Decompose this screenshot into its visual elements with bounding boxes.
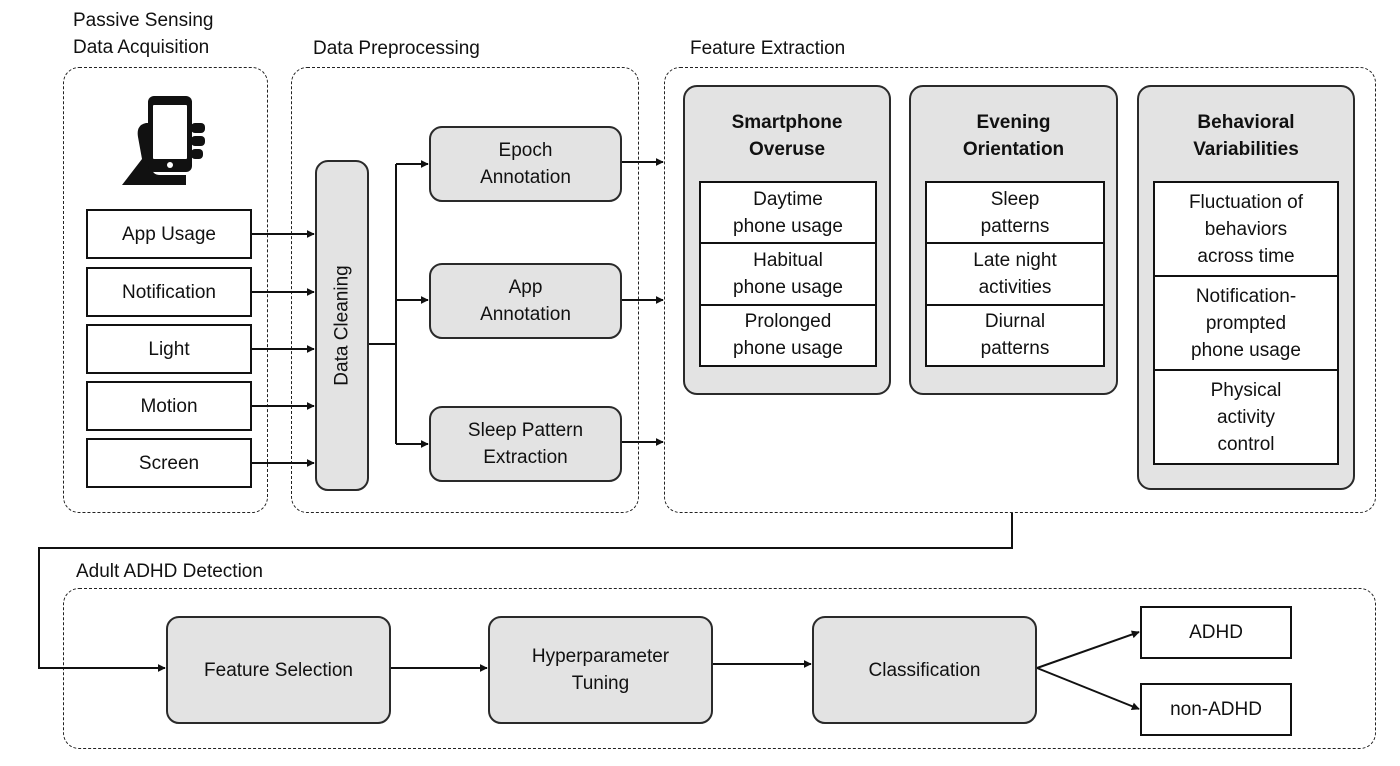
feature-item-list: Sleep patterns Late night activities Diu…	[925, 181, 1105, 367]
classification-node: Classification	[812, 616, 1037, 724]
output-adhd: ADHD	[1140, 606, 1292, 659]
arrow-to-adhd	[1036, 630, 1140, 669]
feature-group-title: Behavioral Variabilities	[1193, 112, 1299, 160]
feature-group-behavioral-variabilities: Behavioral Variabilities Fluctuation of …	[1137, 85, 1355, 490]
feature-group-smartphone-overuse: Smartphone Overuse Daytime phone usage H…	[683, 85, 891, 395]
extraction-panel	[664, 67, 1376, 513]
extraction-section-label: Feature Extraction	[690, 38, 846, 59]
sensor-app-usage: App Usage	[86, 209, 252, 259]
feature-item: Prolonged phone usage	[701, 303, 875, 365]
sleep-pattern-extraction-node: Sleep Pattern Extraction	[429, 406, 622, 482]
sensor-motion: Motion	[86, 381, 252, 431]
preprocessing-panel	[291, 67, 639, 513]
feature-item: Physical activity control	[1155, 369, 1337, 463]
feature-item: Late night activities	[927, 242, 1103, 303]
feature-group-evening-orientation: Evening Orientation Sleep patterns Late …	[909, 85, 1118, 395]
sensor-notification: Notification	[86, 267, 252, 317]
feature-item: Habitual phone usage	[701, 242, 875, 303]
feature-item: Daytime phone usage	[733, 188, 843, 237]
feature-item: Sleep patterns	[980, 188, 1050, 237]
feature-item: Diurnal patterns	[927, 303, 1103, 365]
arrow-to-feature-selection	[38, 513, 1013, 672]
app-annotation-node: App Annotation	[429, 263, 622, 339]
feature-item-list: Daytime phone usage Habitual phone usage…	[699, 181, 877, 367]
sensor-light: Light	[86, 324, 252, 374]
data-cleaning-node: Data Cleaning	[315, 160, 369, 491]
feature-item-list: Fluctuation of behaviors across time Not…	[1153, 181, 1339, 465]
preprocessing-section-label: Data Preprocessing	[313, 38, 480, 59]
arrow-to-non-adhd	[1036, 667, 1140, 711]
feature-group-title: Evening Orientation	[962, 112, 1065, 160]
acquisition-panel	[63, 67, 268, 513]
epoch-annotation-node: Epoch Annotation	[429, 126, 622, 202]
smartphone-in-hand-icon	[118, 93, 213, 188]
detection-section-label: Adult ADHD Detection	[76, 561, 263, 582]
sensor-screen: Screen	[86, 438, 252, 488]
acquisition-section-label: Passive Sensing Data Acquisition	[73, 10, 214, 58]
feature-item: Fluctuation of behaviors across time	[1188, 191, 1304, 267]
feature-item: Notification- prompted phone usage	[1155, 275, 1337, 369]
feature-selection-node: Feature Selection	[166, 616, 391, 724]
output-non-adhd: non-ADHD	[1140, 683, 1292, 736]
hyperparameter-tuning-node: Hyperparameter Tuning	[488, 616, 713, 724]
feature-group-title: Smartphone Overuse	[731, 112, 843, 160]
